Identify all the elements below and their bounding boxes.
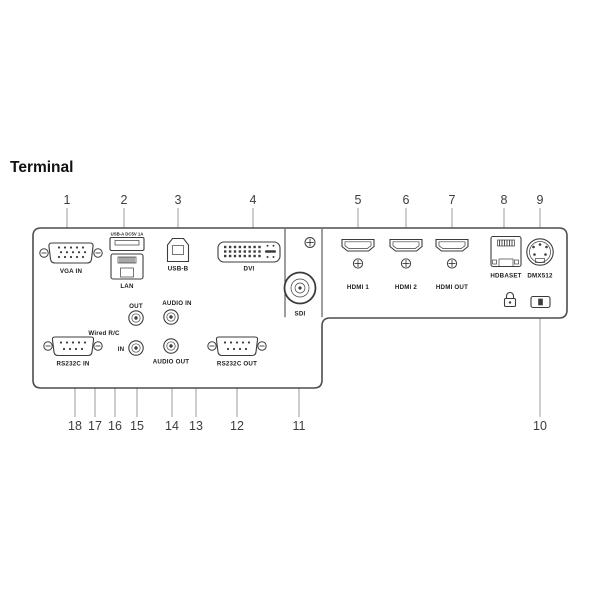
sdi-module-strip	[284, 229, 323, 318]
callout-15: 15	[130, 419, 144, 433]
callout-17: 17	[88, 419, 102, 433]
rs232c-in-port: RS232C IN	[43, 336, 103, 369]
leader-lines-top	[66, 208, 541, 241]
audio-out-label: AUDIO OUT	[153, 359, 190, 366]
hdmi-2-port: HDMI 2	[389, 238, 423, 291]
wired-rc-label: Wired R/C	[88, 330, 120, 337]
dmx512-port: DMX512	[526, 238, 554, 280]
callout-14: 14	[165, 419, 179, 433]
dvi-port: DVI	[217, 241, 281, 273]
rs232c-in-pins	[59, 341, 87, 351]
dmx512-label: DMX512	[527, 273, 553, 280]
callout-6: 6	[403, 193, 410, 207]
wired-rc-in-label: IN	[118, 346, 125, 353]
usb-a-spec-label: USB-A DC5V 1A	[111, 232, 144, 237]
screw-icon	[446, 258, 458, 269]
lan-pins	[119, 257, 135, 263]
hdmi-1-port: HDMI 1	[341, 238, 375, 291]
security-slot	[530, 295, 551, 309]
screw-icon	[352, 258, 364, 269]
usb-b-label: USB-B	[168, 266, 189, 273]
rs232c-out-port: RS232C OUT	[207, 336, 267, 369]
callout-1: 1	[64, 193, 71, 207]
callout-9: 9	[537, 193, 544, 207]
callout-12: 12	[230, 419, 244, 433]
hdmi-out-port: HDMI OUT	[435, 238, 469, 291]
rs232c-out-pins	[223, 341, 251, 351]
hdmi-1-label: HDMI 1	[347, 284, 370, 291]
terminal-panel-outline	[32, 227, 568, 389]
callout-2: 2	[121, 193, 128, 207]
callout-7: 7	[449, 193, 456, 207]
callout-4: 4	[250, 193, 257, 207]
page-title: Terminal	[10, 159, 73, 176]
audio-in-jack: AUDIO IN	[161, 299, 193, 325]
hdbaset-label: HDBASET	[490, 273, 521, 280]
audio-in-label: AUDIO IN	[162, 300, 192, 307]
hdmi-out-label: HDMI OUT	[436, 284, 468, 291]
lan-port: LAN	[110, 253, 144, 290]
callout-18: 18	[68, 419, 82, 433]
callout-5: 5	[355, 193, 362, 207]
hdmi-2-label: HDMI 2	[395, 284, 418, 291]
sdi-label: SDI	[295, 311, 306, 318]
vga-pins	[57, 246, 87, 259]
rs232c-out-label: RS232C OUT	[217, 361, 257, 368]
remote-out-jack	[128, 310, 144, 326]
vga-in-label: VGA IN	[60, 268, 83, 275]
callouts-bottom: 18 17 16 15 14 13 12 11 10	[68, 419, 547, 433]
lan-label: LAN	[120, 283, 134, 290]
kensington-lock-icon	[503, 291, 517, 308]
screw-icon	[304, 237, 316, 248]
wired-rc-section: OUT Wired R/C IN	[87, 302, 144, 356]
callout-13: 13	[189, 419, 203, 433]
remote-in-jack	[128, 340, 144, 356]
dvi-pins	[224, 245, 261, 258]
callouts-top: 1 2 3 4 5 6 7 8 9	[64, 193, 544, 207]
rs232c-in-label: RS232C IN	[56, 361, 89, 368]
screw-icon	[400, 258, 412, 269]
vga-in-port: VGA IN	[39, 242, 103, 275]
callout-16: 16	[108, 419, 122, 433]
usb-b-port: USB-B	[166, 237, 190, 273]
callout-11: 11	[293, 419, 306, 433]
callout-3: 3	[175, 193, 182, 207]
sdi-port: SDI	[283, 271, 317, 319]
dvi-label: DVI	[244, 266, 255, 273]
hdbaset-port: HDBASET	[490, 235, 522, 280]
hdbaset-pins	[499, 240, 513, 246]
wired-rc-out-label: OUT	[129, 303, 143, 310]
callout-8: 8	[501, 193, 508, 207]
audio-out-jack: AUDIO OUT	[152, 338, 190, 367]
usb-a-port: USB-A DC5V 1A	[109, 230, 145, 252]
callout-10: 10	[533, 419, 547, 433]
